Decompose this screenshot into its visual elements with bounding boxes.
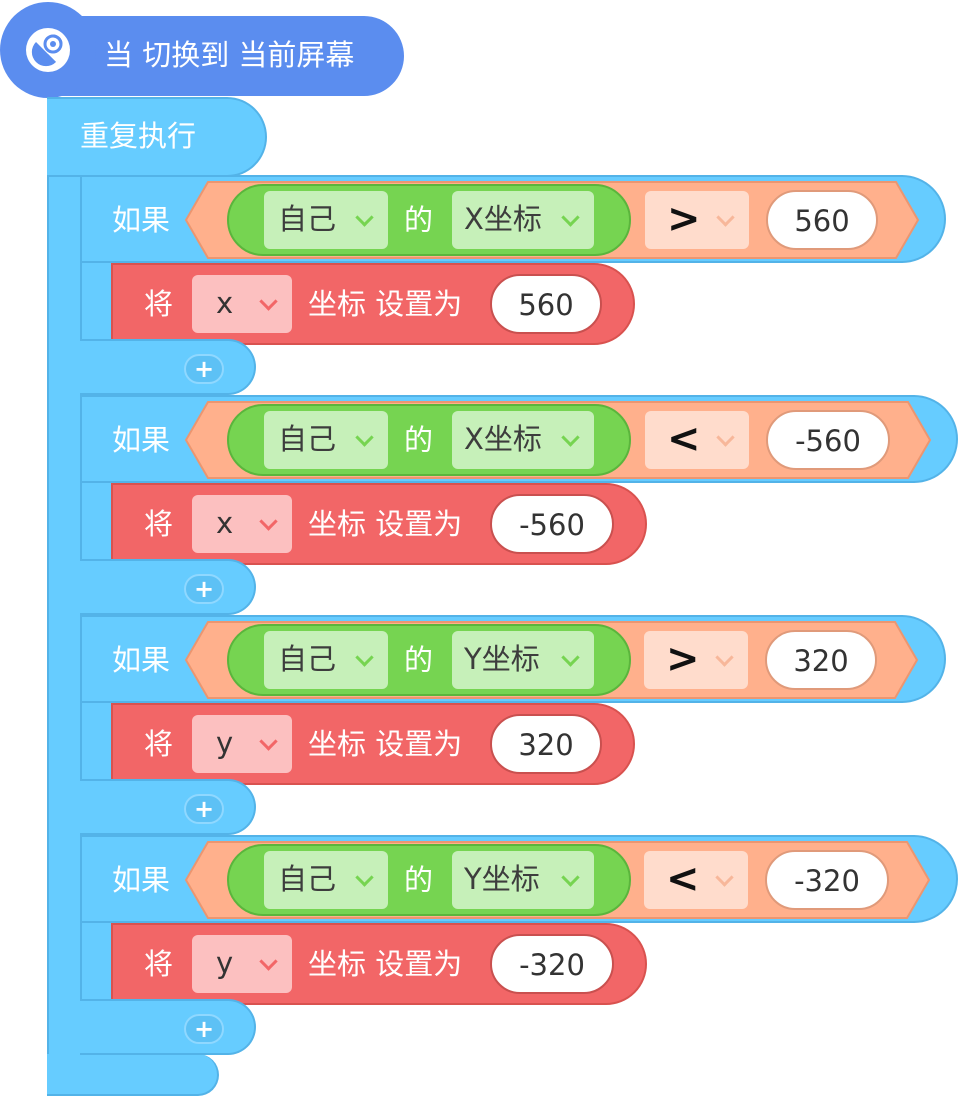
set-mid-label: 坐标 设置为 bbox=[308, 287, 463, 321]
chevron-down-icon bbox=[716, 208, 735, 227]
sprite-select-value: 自己 bbox=[278, 862, 337, 896]
chevron-down-icon bbox=[716, 428, 735, 447]
set-value: -320 bbox=[519, 948, 585, 982]
compare-value-input[interactable]: 560 bbox=[766, 190, 878, 250]
axis-select-dropdown[interactable]: y bbox=[192, 715, 292, 773]
of-label: 的 bbox=[404, 643, 434, 677]
chevron-down-icon bbox=[355, 648, 374, 667]
operator-select-value: > bbox=[667, 196, 701, 242]
chevron-down-icon bbox=[355, 208, 374, 227]
sprite-select-dropdown[interactable]: 自己 bbox=[264, 631, 388, 689]
of-label: 的 bbox=[404, 203, 434, 237]
axis-select-value: x bbox=[216, 506, 234, 540]
add-block-button[interactable]: + bbox=[184, 574, 224, 604]
set-value: 560 bbox=[518, 288, 574, 322]
axis-select-dropdown[interactable]: x bbox=[192, 275, 292, 333]
chevron-down-icon bbox=[259, 952, 278, 971]
operator-select-value: < bbox=[667, 416, 701, 462]
axis-select-value: y bbox=[216, 946, 234, 980]
compare-value: 320 bbox=[793, 644, 849, 678]
property-select-value: Y坐标 bbox=[464, 862, 540, 896]
set-keyword: 将 bbox=[144, 727, 174, 761]
forever-loop-label: 重复执行 bbox=[80, 119, 197, 153]
satellite-dish-icon bbox=[26, 28, 70, 72]
set-mid-label: 坐标 设置为 bbox=[308, 727, 463, 761]
operator-select-dropdown[interactable]: < bbox=[645, 411, 749, 469]
hat-block-label: 当 切换到 当前屏幕 bbox=[104, 38, 355, 72]
if-keyword: 如果 bbox=[112, 863, 171, 897]
set-mid-label: 坐标 设置为 bbox=[308, 947, 463, 981]
property-select-value: X坐标 bbox=[464, 422, 542, 456]
sprite-select-dropdown[interactable]: 自己 bbox=[264, 411, 388, 469]
sprite-select-dropdown[interactable]: 自己 bbox=[264, 191, 388, 249]
compare-value: -560 bbox=[795, 424, 861, 458]
set-value-input[interactable]: 560 bbox=[490, 274, 602, 334]
operator-select-dropdown[interactable]: < bbox=[644, 851, 748, 909]
chevron-down-icon bbox=[355, 868, 374, 887]
if-keyword: 如果 bbox=[112, 423, 171, 457]
property-select-dropdown[interactable]: X坐标 bbox=[452, 411, 594, 469]
compare-value-input[interactable]: -320 bbox=[765, 850, 889, 910]
compare-value-input[interactable]: -560 bbox=[766, 410, 890, 470]
if-block-foot bbox=[80, 339, 256, 395]
if-block-foot bbox=[80, 999, 256, 1055]
axis-select-value: x bbox=[216, 286, 234, 320]
property-select-value: X坐标 bbox=[464, 202, 542, 236]
operator-select-value: > bbox=[666, 636, 700, 682]
chevron-down-icon bbox=[561, 428, 580, 447]
sprite-select-value: 自己 bbox=[278, 202, 337, 236]
set-value: 320 bbox=[518, 728, 574, 762]
if-keyword: 如果 bbox=[112, 203, 171, 237]
set-value-input[interactable]: -560 bbox=[490, 494, 614, 554]
property-select-dropdown[interactable]: Y坐标 bbox=[452, 631, 594, 689]
set-keyword: 将 bbox=[144, 507, 174, 541]
chevron-down-icon bbox=[259, 292, 278, 311]
forever-loop-spine[interactable] bbox=[47, 97, 80, 1095]
compare-value: -320 bbox=[794, 864, 860, 898]
property-select-dropdown[interactable]: X坐标 bbox=[452, 191, 594, 249]
compare-value: 560 bbox=[794, 204, 850, 238]
axis-select-dropdown[interactable]: y bbox=[192, 935, 292, 993]
add-block-button[interactable]: + bbox=[184, 1014, 224, 1044]
chevron-down-icon bbox=[355, 428, 374, 447]
property-select-value: Y坐标 bbox=[464, 642, 540, 676]
forever-loop-foot bbox=[47, 1054, 219, 1096]
set-value-input[interactable]: 320 bbox=[490, 714, 602, 774]
of-label: 的 bbox=[404, 423, 434, 457]
property-select-dropdown[interactable]: Y坐标 bbox=[452, 851, 594, 909]
compare-value-input[interactable]: 320 bbox=[765, 630, 877, 690]
sprite-select-dropdown[interactable]: 自己 bbox=[264, 851, 388, 909]
chevron-down-icon bbox=[561, 868, 580, 887]
add-block-button[interactable]: + bbox=[184, 354, 224, 384]
operator-select-dropdown[interactable]: > bbox=[645, 191, 749, 249]
set-value-input[interactable]: -320 bbox=[490, 934, 614, 994]
chevron-down-icon bbox=[561, 208, 580, 227]
axis-select-dropdown[interactable]: x bbox=[192, 495, 292, 553]
chevron-down-icon bbox=[715, 868, 734, 887]
sprite-select-value: 自己 bbox=[278, 642, 337, 676]
if-block-foot bbox=[80, 779, 256, 835]
axis-select-value: y bbox=[216, 726, 234, 760]
sprite-select-value: 自己 bbox=[278, 422, 337, 456]
if-keyword: 如果 bbox=[112, 643, 171, 677]
chevron-down-icon bbox=[259, 732, 278, 751]
set-keyword: 将 bbox=[144, 947, 174, 981]
set-keyword: 将 bbox=[144, 287, 174, 321]
chevron-down-icon bbox=[561, 648, 580, 667]
add-block-button[interactable]: + bbox=[184, 794, 224, 824]
of-label: 的 bbox=[404, 863, 434, 897]
if-block-foot bbox=[80, 559, 256, 615]
set-value: -560 bbox=[519, 508, 585, 542]
chevron-down-icon bbox=[715, 648, 734, 667]
operator-select-dropdown[interactable]: > bbox=[644, 631, 748, 689]
operator-select-value: < bbox=[666, 856, 700, 902]
chevron-down-icon bbox=[259, 512, 278, 531]
set-mid-label: 坐标 设置为 bbox=[308, 507, 463, 541]
